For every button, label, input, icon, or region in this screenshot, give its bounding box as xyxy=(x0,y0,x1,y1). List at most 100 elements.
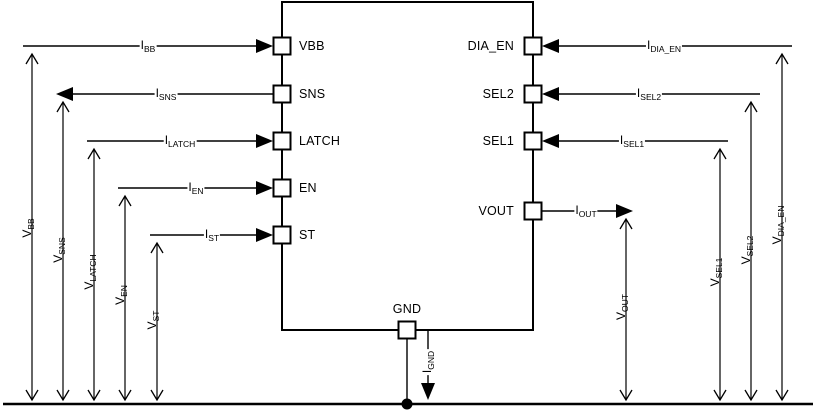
current-arrow-i-gnd xyxy=(421,383,435,400)
current-label-i-gnd-base: I xyxy=(419,369,434,374)
voltage-label-v-dia_en: VDIA_EN xyxy=(769,205,786,245)
current-label-i-sel2-base: I xyxy=(636,85,641,100)
current-label-i-sel1: ISEL1 xyxy=(618,132,646,149)
current-label-i-dia_en: IDIA_EN xyxy=(645,38,683,54)
voltage-arrow-top-v-bb xyxy=(25,52,39,65)
voltage-label-v-sel2-base: V xyxy=(738,256,753,265)
current-label-i-out-base: I xyxy=(575,202,579,217)
current-arrow-i-sel2 xyxy=(542,87,559,101)
current-label-i-sns: ISNS xyxy=(154,85,178,102)
voltage-arrow-top-v-en xyxy=(118,194,132,207)
pin-square-SEL2 xyxy=(523,84,543,104)
voltage-label-v-sel2-sub: SEL2 xyxy=(744,235,755,257)
voltage-arrow-bottom-v-latch xyxy=(87,389,101,402)
current-label-i-out-sub: OUT xyxy=(578,208,597,219)
pin-square-DIA_EN xyxy=(523,36,543,56)
current-label-i-sel2: ISEL2 xyxy=(635,85,663,102)
voltage-arrow-bottom-v-sel2 xyxy=(744,389,758,402)
voltage-label-v-sel1-base: V xyxy=(707,278,722,287)
current-label-i-sel1-sub: SEL1 xyxy=(623,138,645,149)
current-label-i-latch: ILATCH xyxy=(163,132,197,149)
current-label-i-gnd: IGND xyxy=(419,348,436,376)
voltage-label-v-st: VST xyxy=(145,310,161,330)
current-label-i-bb-sub: BB xyxy=(144,43,156,54)
voltage-label-v-en-base: V xyxy=(112,296,127,305)
pin-label-SEL1: SEL1 xyxy=(482,133,514,148)
voltage-arrow-top-v-sel1 xyxy=(713,147,727,160)
voltage-arrow-top-v-st xyxy=(150,241,164,254)
current-arrow-i-st xyxy=(256,228,273,242)
current-arrow-i-en xyxy=(256,181,273,195)
voltage-label-v-bb-base: V xyxy=(19,229,34,238)
pin-label-SEL2: SEL2 xyxy=(482,86,514,101)
pin-label-ST: ST xyxy=(299,227,316,242)
current-label-i-st-sub: ST xyxy=(208,232,220,243)
current-label-i-en-base: I xyxy=(188,179,192,194)
voltage-label-v-out-sub: OUT xyxy=(619,294,630,312)
current-label-i-sel2-sub: SEL2 xyxy=(640,91,662,102)
voltage-label-v-latch-sub: LATCH xyxy=(87,254,98,282)
current-label-i-en: IEN xyxy=(187,179,205,196)
voltage-label-v-out-base: V xyxy=(613,311,628,320)
current-label-i-sel1-base: I xyxy=(619,132,624,147)
current-arrow-i-bb xyxy=(256,39,273,53)
current-label-i-latch-sub: LATCH xyxy=(168,138,196,149)
current-label-i-bb-base: I xyxy=(140,37,144,52)
current-label-i-sns-base: I xyxy=(155,85,159,100)
pin-label-GND: GND xyxy=(392,301,422,316)
pin-square-SEL1 xyxy=(523,131,543,151)
voltage-label-v-sns-sub: SNS xyxy=(56,237,67,255)
pin-square-SNS xyxy=(272,84,292,104)
current-label-i-en-sub: EN xyxy=(191,185,204,196)
pin-label-EN: EN xyxy=(299,180,317,195)
pin-label-VBB: VBB xyxy=(299,38,325,53)
voltage-label-v-dia_en-base: V xyxy=(769,236,784,245)
current-label-i-st: IST xyxy=(203,226,221,243)
voltage-arrow-top-v-dia_en xyxy=(775,52,789,65)
voltage-arrow-top-v-sns xyxy=(56,100,70,113)
voltage-label-v-sel2: VSEL2 xyxy=(738,235,755,265)
voltage-label-v-sns: VSNS xyxy=(50,237,67,263)
current-label-i-latch-base: I xyxy=(164,132,169,147)
voltage-label-v-en-sub: EN xyxy=(118,285,129,297)
current-label-i-bb: IBB xyxy=(139,37,157,54)
pin-square-LATCH xyxy=(272,131,292,151)
voltage-label-v-latch-base: V xyxy=(81,281,96,290)
pin-square-GND xyxy=(397,320,417,340)
voltage-arrow-bottom-v-sel1 xyxy=(713,389,727,402)
voltage-label-v-sel1-sub: SEL1 xyxy=(713,257,724,279)
voltage-label-v-out: VOUT xyxy=(613,294,630,320)
junction-dot xyxy=(401,398,413,410)
voltage-label-v-bb: VBB xyxy=(19,218,36,238)
voltage-arrow-bottom-v-st xyxy=(150,389,164,402)
voltage-label-v-en: VEN xyxy=(112,285,129,305)
pin-label-VOUT: VOUT xyxy=(478,203,514,218)
current-arrow-i-latch xyxy=(256,134,273,148)
voltage-label-v-dia_en-sub: DIA_EN xyxy=(775,205,786,237)
current-arrow-i-sns xyxy=(56,87,73,101)
voltage-arrow-bottom-v-en xyxy=(118,389,132,402)
pin-square-EN xyxy=(272,178,292,198)
pin-square-VBB xyxy=(272,36,292,56)
voltage-arrow-bottom-v-out xyxy=(619,389,633,402)
current-arrow-i-sel1 xyxy=(542,134,559,148)
current-label-i-st-base: I xyxy=(204,226,209,241)
pin-label-LATCH: LATCH xyxy=(299,133,341,148)
voltage-label-v-st-sub: ST xyxy=(150,310,161,322)
current-arrow-i-dia_en xyxy=(542,39,559,53)
pin-square-ST xyxy=(272,225,292,245)
voltage-arrow-bottom-v-dia_en xyxy=(775,389,789,402)
pin-label-DIA_EN: DIA_EN xyxy=(467,38,514,53)
voltage-arrow-bottom-v-bb xyxy=(25,389,39,402)
current-label-i-dia_en-sub: DIA_EN xyxy=(650,43,682,54)
voltage-label-v-sns-base: V xyxy=(50,254,65,263)
current-label-i-out: IOUT xyxy=(574,202,598,219)
current-label-i-gnd-sub: GND xyxy=(425,350,436,370)
current-label-i-sns-sub: SNS xyxy=(158,91,177,102)
voltage-arrow-top-v-out xyxy=(619,217,633,230)
voltage-label-v-sel1: VSEL1 xyxy=(707,257,724,287)
pin-label-SNS: SNS xyxy=(299,86,326,101)
voltage-arrow-bottom-v-sns xyxy=(56,389,70,402)
voltage-arrow-top-v-sel2 xyxy=(744,100,758,113)
